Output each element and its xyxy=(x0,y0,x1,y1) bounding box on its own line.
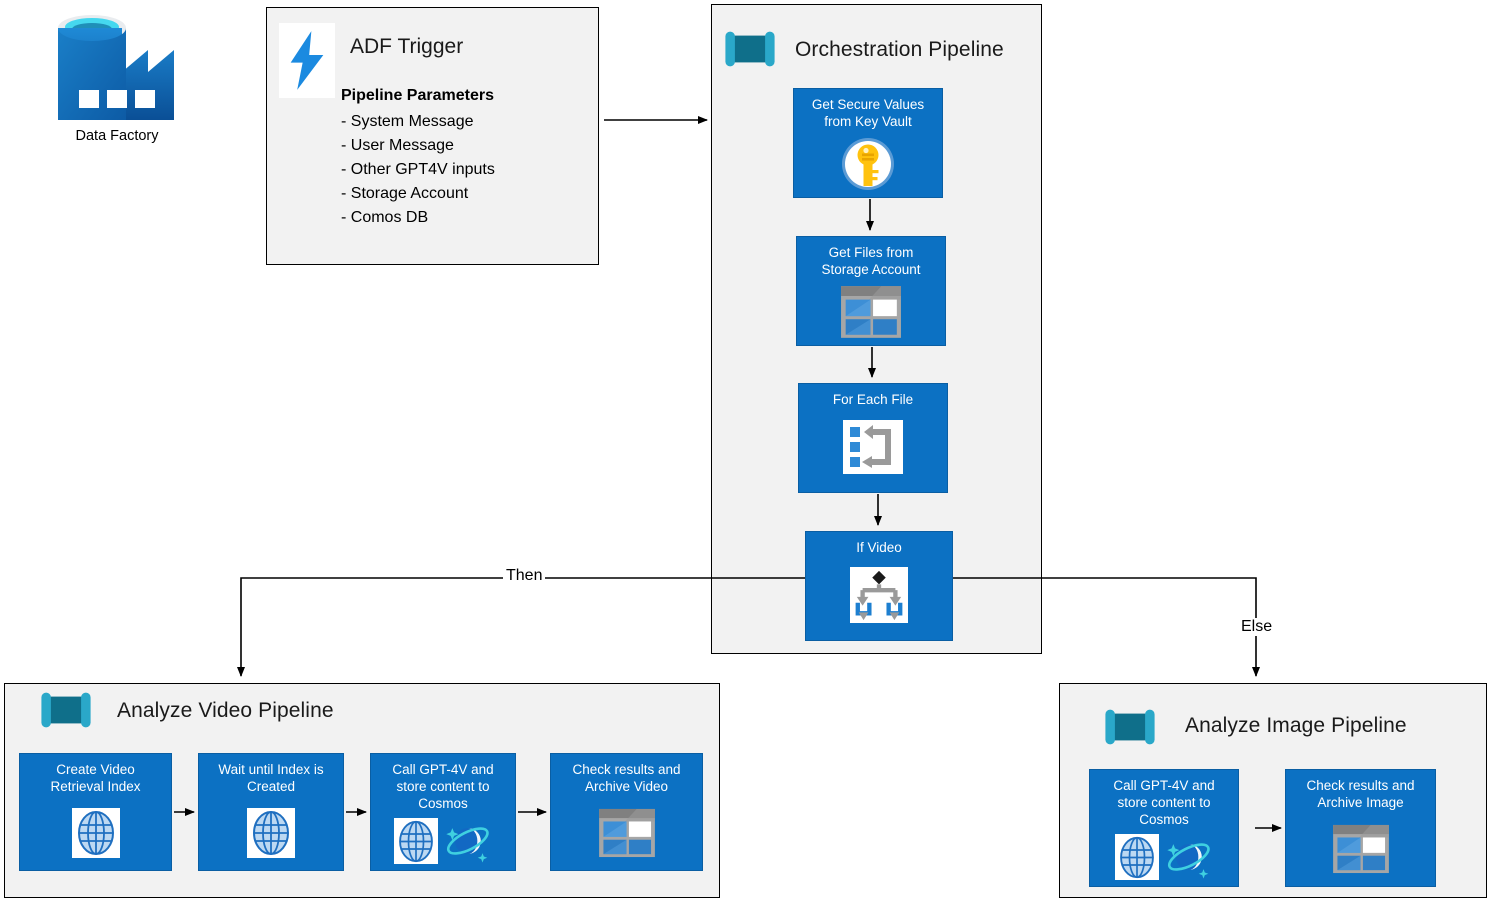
key-vault-icon xyxy=(794,130,942,197)
storage-account-icon xyxy=(551,795,702,870)
activity-label: Check results and xyxy=(1306,778,1415,793)
globe-icon xyxy=(199,795,343,870)
activity-label: If Video xyxy=(856,540,902,555)
adf-parameter-item: - Other GPT4V inputs xyxy=(341,161,495,178)
activity-check-results-archive-video[interactable]: Check results and Archive Video xyxy=(550,753,703,871)
adf-parameters-list: - System Message - User Message - Other … xyxy=(341,110,495,230)
activity-label: store content to xyxy=(1117,795,1211,810)
activity-label: Call GPT-4V and xyxy=(392,762,494,777)
activity-icon-row xyxy=(1090,828,1238,886)
adf-parameter-item: - User Message xyxy=(341,137,454,154)
storage-account-icon xyxy=(1286,811,1435,886)
cosmos-db-icon xyxy=(1163,833,1213,881)
edge-label-then: Then xyxy=(503,567,546,585)
activity-label: Cosmos xyxy=(418,796,468,811)
activity-label: Archive Video xyxy=(584,779,669,794)
activity-check-results-archive-image[interactable]: Check results and Archive Image xyxy=(1285,769,1436,887)
activity-get-secure-values[interactable]: Get Secure Values from Key Vault xyxy=(793,88,943,198)
analyze-image-pipeline-title: Analyze Image Pipeline xyxy=(1185,714,1407,737)
lightning-bolt-icon xyxy=(279,23,335,98)
activity-call-gpt4v-store-cosmos-image[interactable]: Call GPT-4V and store content to Cosmos xyxy=(1089,769,1239,887)
pipeline-icon xyxy=(722,30,778,68)
activity-label: Created xyxy=(246,779,296,794)
activity-label: Storage Account xyxy=(821,262,921,277)
adf-parameter-item: - Comos DB xyxy=(341,209,429,226)
adf-parameters-heading: Pipeline Parameters xyxy=(341,87,494,104)
foreach-loop-icon xyxy=(799,402,947,492)
if-condition-icon xyxy=(806,550,952,640)
pipeline-icon xyxy=(1102,708,1158,746)
activity-label: Get Files from xyxy=(828,245,914,260)
activity-get-files-from-storage[interactable]: Get Files from Storage Account xyxy=(796,236,946,346)
activity-label: store content to xyxy=(396,779,490,794)
activity-label: Cosmos xyxy=(1139,812,1189,827)
activity-label: Wait until Index is xyxy=(218,762,324,777)
globe-icon xyxy=(394,818,438,864)
cosmos-db-icon xyxy=(442,817,492,865)
activity-label: Get Secure Values xyxy=(811,97,925,112)
activity-if-video[interactable]: If Video xyxy=(805,531,953,641)
data-factory-logo xyxy=(52,12,182,122)
adf-parameter-item: - Storage Account xyxy=(341,185,469,202)
edge-label-else: Else xyxy=(1238,618,1276,636)
globe-icon xyxy=(20,795,171,870)
analyze-video-pipeline-title: Analyze Video Pipeline xyxy=(117,699,334,722)
activity-wait-until-index-created[interactable]: Wait until Index is Created xyxy=(198,753,344,871)
activity-for-each-file[interactable]: For Each File xyxy=(798,383,948,493)
adf-parameter-item: - System Message xyxy=(341,113,474,130)
activity-label: Create Video xyxy=(56,762,135,777)
pipeline-icon xyxy=(38,691,94,729)
globe-icon xyxy=(1115,834,1159,880)
activity-label: from Key Vault xyxy=(824,114,912,129)
activity-label: Archive Image xyxy=(1317,795,1404,810)
data-factory-label: Data Factory xyxy=(75,128,159,144)
activity-label: Retrieval Index xyxy=(50,779,141,794)
activity-label: For Each File xyxy=(832,392,914,407)
activity-call-gpt4v-store-cosmos-video[interactable]: Call GPT-4V and store content to Cosmos xyxy=(370,753,516,871)
activity-icon-row xyxy=(371,812,515,870)
adf-trigger-title: ADF Trigger xyxy=(350,35,464,58)
activity-create-video-retrieval-index[interactable]: Create Video Retrieval Index xyxy=(19,753,172,871)
activity-label: Call GPT-4V and xyxy=(1113,778,1215,793)
orchestration-pipeline-title: Orchestration Pipeline xyxy=(795,38,1004,61)
activity-label: Check results and xyxy=(572,762,681,777)
storage-account-icon xyxy=(797,278,945,345)
